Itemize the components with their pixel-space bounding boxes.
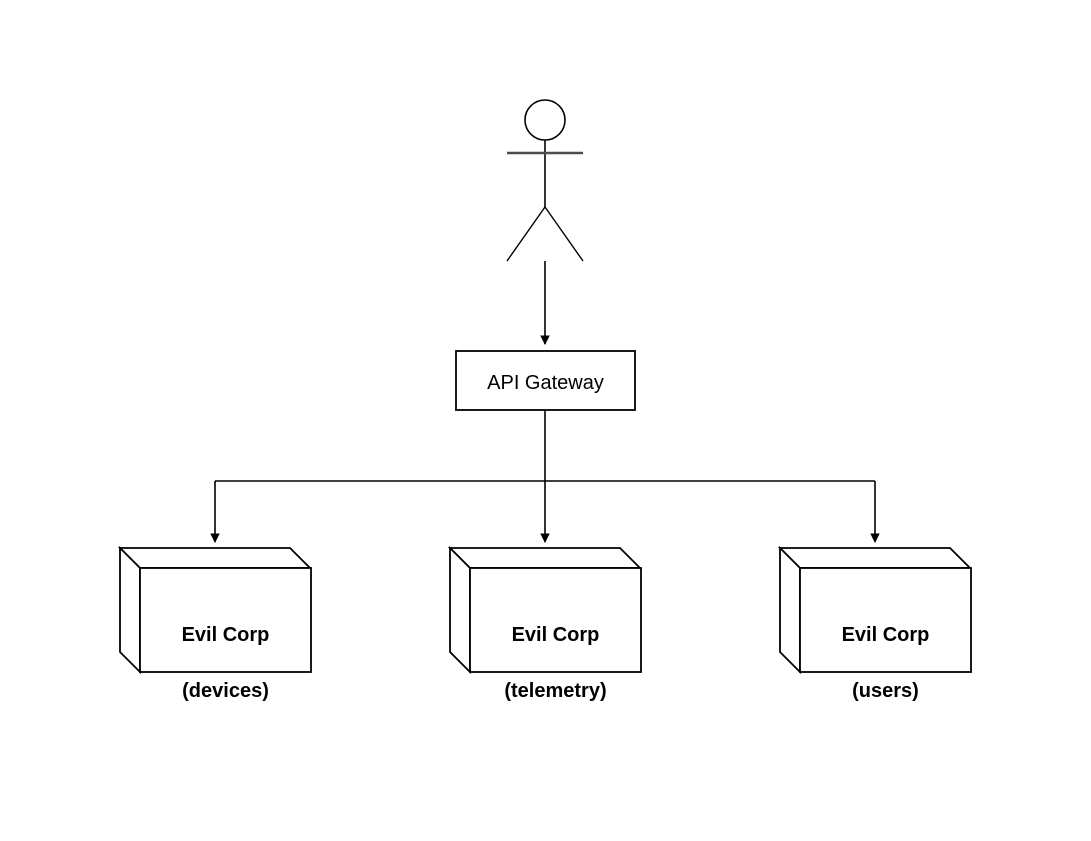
api-gateway-node[interactable]	[455, 350, 636, 411]
stick-figure-actor-icon	[506, 99, 584, 262]
service-node-users[interactable]	[777, 545, 973, 675]
connector-gateway-to-services	[210, 410, 880, 543]
service-node-telemetry[interactable]	[447, 545, 643, 675]
service-node-devices[interactable]	[117, 545, 313, 675]
